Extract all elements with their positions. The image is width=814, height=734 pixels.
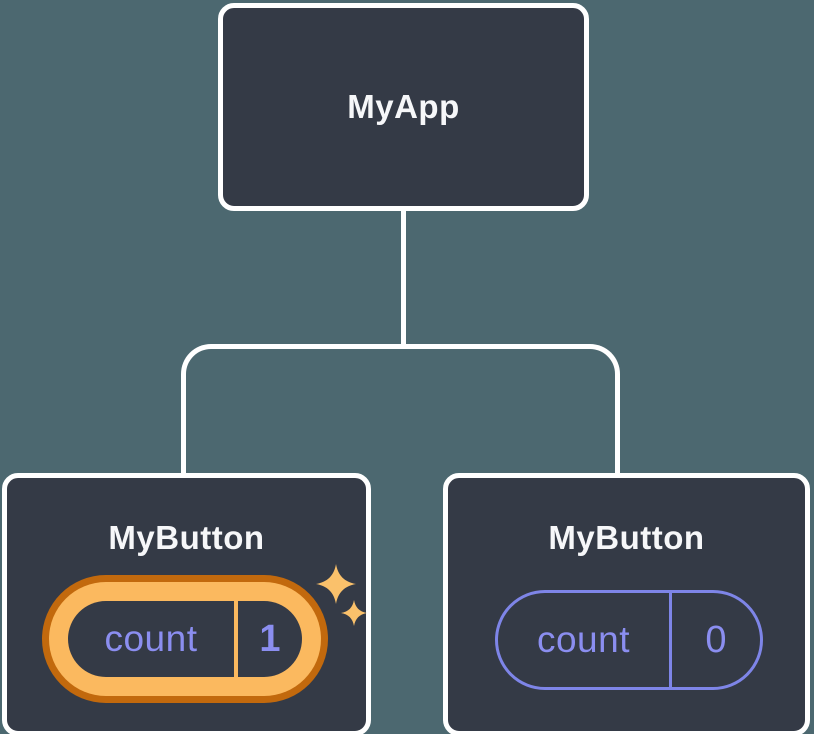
state-pill-highlight-ring: count 1	[49, 582, 321, 696]
sparkle-icon	[341, 600, 367, 626]
component-label-wrap: MyButton	[7, 512, 366, 564]
component-node-myapp: MyApp	[218, 3, 589, 211]
state-key-label: count	[536, 619, 630, 660]
state-value: 1	[259, 617, 281, 660]
state-key-cell: count	[68, 601, 234, 677]
state-pill-body: count 1	[68, 601, 302, 677]
state-key-label: count	[104, 618, 198, 659]
state-pill-divider	[234, 601, 238, 677]
component-node-mybutton-1: MyButton count 1	[2, 473, 371, 734]
component-label-myapp: MyApp	[347, 88, 460, 125]
component-label-wrap: MyButton	[448, 512, 805, 564]
state-pill-highlighted: count 1	[42, 575, 328, 703]
state-pill-divider	[669, 593, 672, 687]
component-node-mybutton-2: MyButton count 0	[443, 473, 810, 734]
state-value-cell: 0	[672, 593, 760, 687]
connector-root-stem	[401, 208, 406, 349]
state-value: 0	[705, 618, 727, 661]
component-label-mybutton-1: MyButton	[108, 519, 265, 556]
connector-branch-bracket	[181, 344, 620, 484]
state-value-cell: 1	[238, 601, 302, 677]
state-key-cell: count	[498, 593, 669, 687]
state-pill: count 0	[495, 590, 763, 690]
sparkle-icon	[316, 564, 356, 604]
component-label-mybutton-2: MyButton	[548, 519, 705, 556]
